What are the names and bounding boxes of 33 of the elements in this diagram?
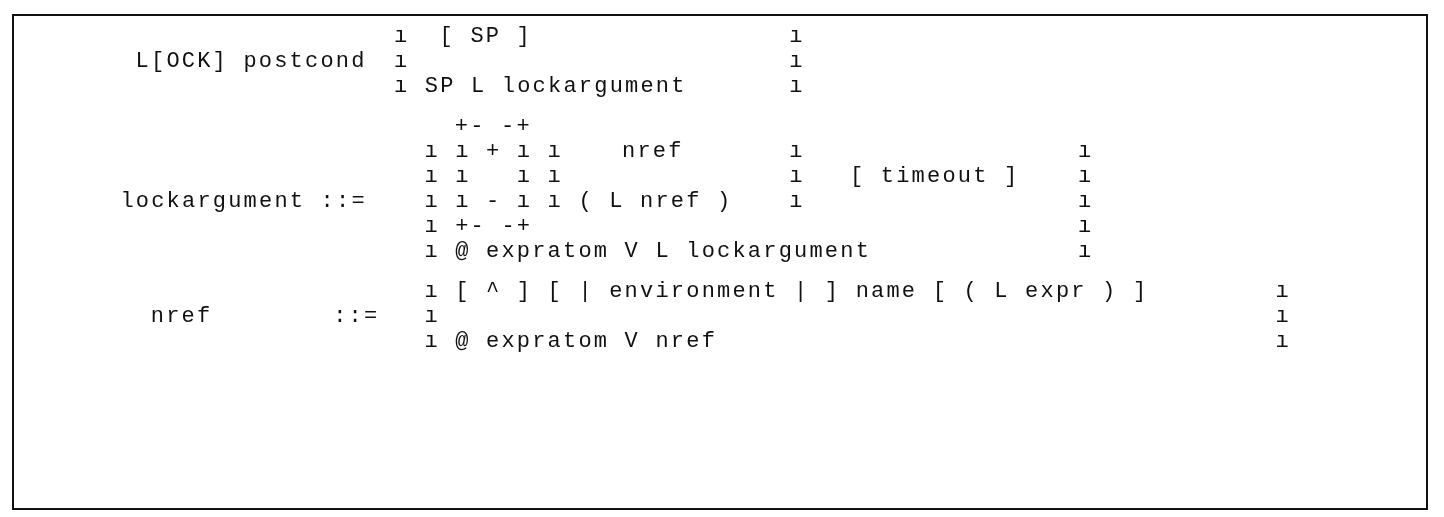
syntax-text: nref	[150, 304, 213, 330]
rail-mark: ı	[789, 139, 805, 165]
syntax-text: ı ı - ı ı ( L nref )	[424, 189, 733, 215]
syntax-text: ı ı ı ı	[424, 164, 563, 190]
rail-mark: ı	[1275, 279, 1291, 305]
rail-mark: ı	[1275, 329, 1291, 355]
rail-mark: ı	[394, 49, 410, 75]
syntax-text: ı @ expratom V nref	[424, 329, 718, 355]
syntax-text: [ timeout ]	[850, 164, 1020, 190]
rail-mark: ı	[1078, 189, 1094, 215]
rail-mark: ı	[1275, 304, 1291, 330]
syntax-text: L[OCK] postcond	[135, 49, 367, 75]
rail-mark: ı	[1078, 164, 1094, 190]
rail-mark: ı	[789, 24, 805, 50]
syntax-text: +- -+	[454, 114, 532, 140]
rail-mark: ı	[789, 49, 805, 75]
rail-mark: ı	[789, 74, 805, 100]
syntax-text: [ SP ]	[439, 24, 532, 50]
syntax-text: ı @ expratom V L lockargument	[424, 239, 872, 265]
syntax-text: ı ı + ı ı	[424, 139, 563, 165]
rail-mark: ı	[1078, 139, 1094, 165]
syntax-text: ı +- -+	[424, 214, 533, 240]
rail-mark: ı	[789, 164, 805, 190]
rail-mark: ı	[394, 24, 410, 50]
syntax-text: ı SP L lockargument	[394, 74, 687, 100]
syntax-text: lockargument ::=	[120, 189, 367, 215]
syntax-text: ı [ ^ ] [ | environment | ] name [ ( L expr ) ]	[424, 279, 1149, 305]
rail-mark: ı	[789, 189, 805, 215]
rail-mark: ı	[424, 304, 440, 330]
syntax-text: nref	[622, 139, 684, 165]
rail-mark: ı	[1078, 214, 1094, 240]
syntax-text: ::=	[333, 304, 380, 330]
rail-mark: ı	[1078, 239, 1094, 265]
